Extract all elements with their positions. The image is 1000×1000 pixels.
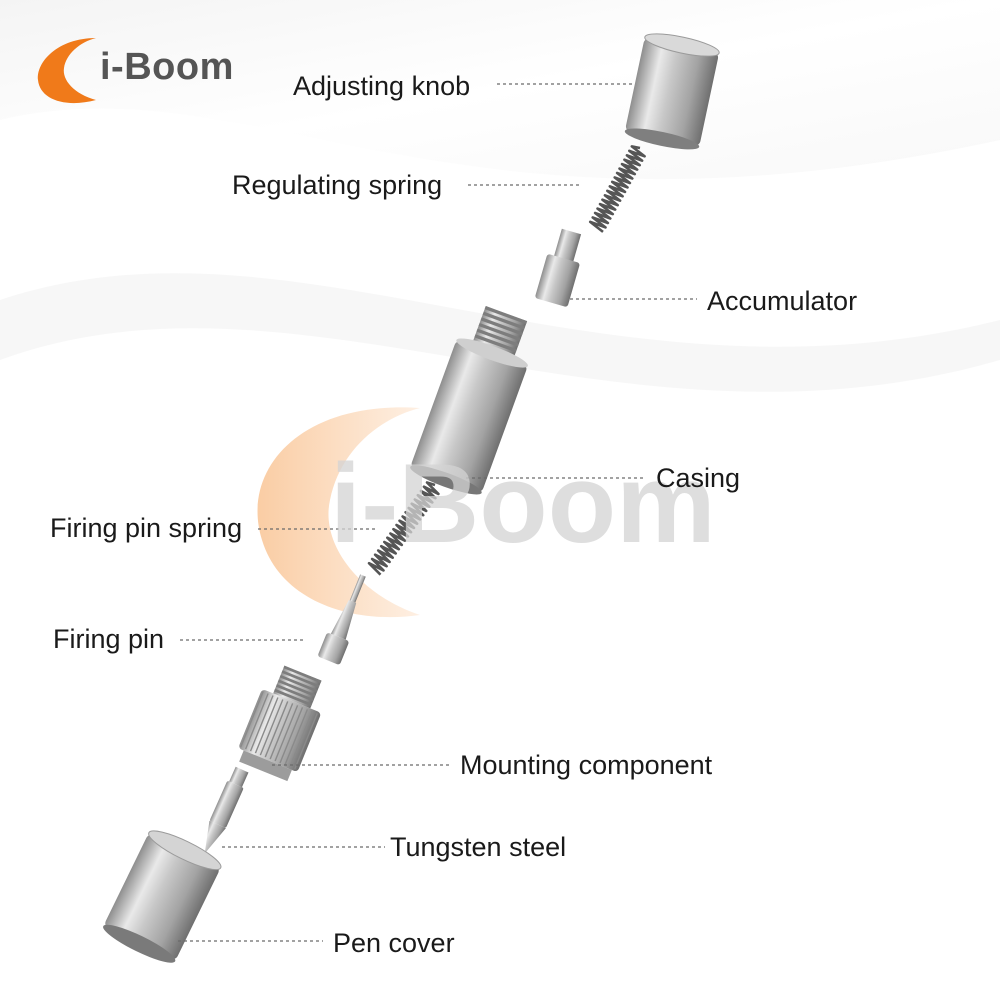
regulating-spring-part [588,145,646,233]
label-mounting-component: Mounting component [460,750,713,780]
label-accumulator: Accumulator [707,286,858,316]
brand-name: i-Boom [100,46,234,88]
adjusting-knob-part [624,33,720,150]
brand-logo: i-Boom [36,34,236,104]
tungsten-steel-part [204,766,249,854]
label-firing-pin-spring: Firing pin spring [50,513,243,543]
leader-lines [178,83,697,942]
watermark-text: i-Boom [330,441,716,566]
label-firing-pin: Firing pin [53,624,165,654]
firing-pin-part [318,574,366,665]
label-adjusting-knob: Adjusting knob [293,71,471,101]
firing-pin-spring-part [367,481,440,576]
pen-cover-part [103,830,222,963]
casing-part [410,306,528,495]
mounting-component-part [239,665,322,782]
watermark-crescent-icon [257,407,420,618]
label-pen-cover: Pen cover [333,928,455,958]
label-tungsten-steel: Tungsten steel [390,832,567,862]
label-casing: Casing [656,463,741,493]
logo-crescent-icon [37,38,96,104]
accumulator-part [535,228,582,307]
label-regulating-spring: Regulating spring [232,170,443,200]
